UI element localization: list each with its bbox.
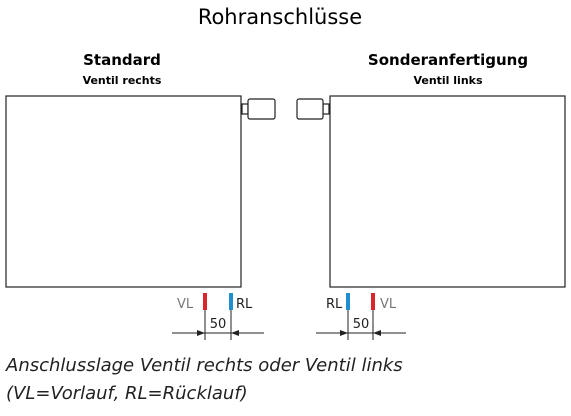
- standard-label-vl: VL: [177, 297, 194, 312]
- standard-valve-stem: [241, 103, 249, 115]
- caption-line-1: Anschlusslage Ventil rechts oder Ventil …: [5, 355, 403, 376]
- caption-line-2: (VL=Vorlauf, RL=Rücklauf): [6, 383, 248, 404]
- custom-subheading: Ventil links: [413, 74, 483, 87]
- custom-dim-value: 50: [353, 317, 370, 332]
- custom-valve-stem: [322, 103, 330, 115]
- custom-label-vl: VL: [380, 297, 397, 312]
- standard-heading: Standard: [83, 51, 161, 69]
- custom-dim-arrow-left: [340, 330, 348, 336]
- custom-heading: Sonderanfertigung: [368, 51, 528, 69]
- custom-radiator-body: [329, 95, 566, 288]
- standard-subheading: Ventil rechts: [83, 74, 162, 87]
- standard-dim-arrow-right: [231, 330, 239, 336]
- standard-radiator-body: [5, 95, 242, 288]
- custom-supply-pipe: [371, 293, 375, 310]
- custom-dim-arrow-right: [373, 330, 381, 336]
- custom-valve-head-icon: [296, 98, 324, 120]
- standard-variant: Standard Ventil rechts VL RL 50: [5, 51, 276, 340]
- standard-return-pipe: [229, 293, 233, 310]
- custom-label-rl: RL: [326, 297, 343, 312]
- standard-label-rl: RL: [236, 297, 253, 312]
- diagram-title: Rohranschlüsse: [198, 5, 362, 29]
- standard-dim-arrow-left: [197, 330, 205, 336]
- standard-valve-head-icon: [247, 98, 276, 120]
- custom-variant: Sonderanfertigung Ventil links RL VL 50: [296, 51, 566, 340]
- standard-dim-value: 50: [210, 317, 227, 332]
- standard-supply-pipe: [203, 293, 207, 310]
- custom-return-pipe: [346, 293, 350, 310]
